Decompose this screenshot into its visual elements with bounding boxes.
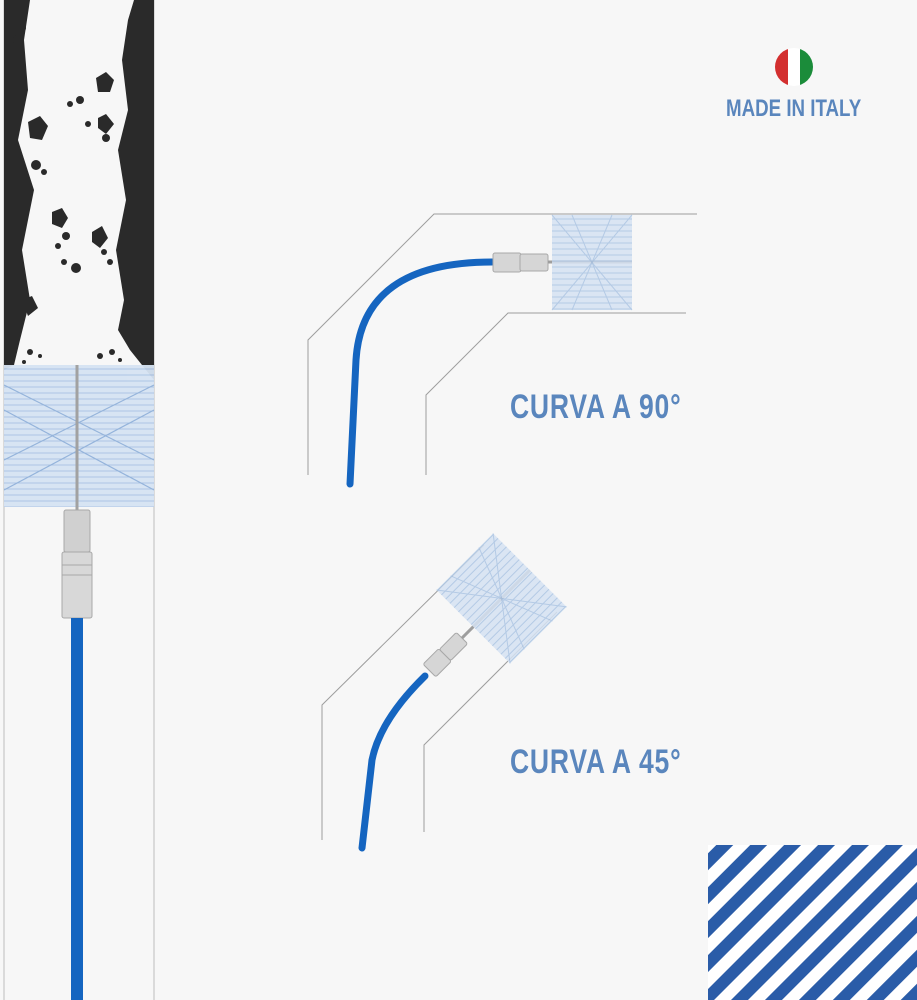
curve-45-label: CURVA A 45° bbox=[510, 743, 682, 781]
curve-90-label: CURVA A 90° bbox=[510, 388, 682, 426]
flue-connector bbox=[61, 509, 93, 619]
made-in-italy-label: MADE IN ITALY bbox=[726, 95, 862, 122]
curve-45-diagram bbox=[321, 533, 567, 852]
italian-flag-icon bbox=[775, 48, 813, 86]
soot-chunks bbox=[13, 24, 122, 364]
soot-left-wall bbox=[4, 0, 34, 370]
soot-right-wall bbox=[116, 0, 154, 380]
curve-45-brush bbox=[436, 533, 567, 664]
curve-45-cable bbox=[358, 672, 429, 852]
striped-decoration bbox=[708, 845, 917, 1000]
flue-cable bbox=[71, 618, 83, 1000]
flue-brush bbox=[3, 365, 155, 510]
curve-90-diagram bbox=[307, 213, 697, 488]
curve-90-cable bbox=[346, 258, 496, 488]
chimney-flue bbox=[3, 0, 155, 1000]
curve-90-brush bbox=[551, 214, 633, 311]
